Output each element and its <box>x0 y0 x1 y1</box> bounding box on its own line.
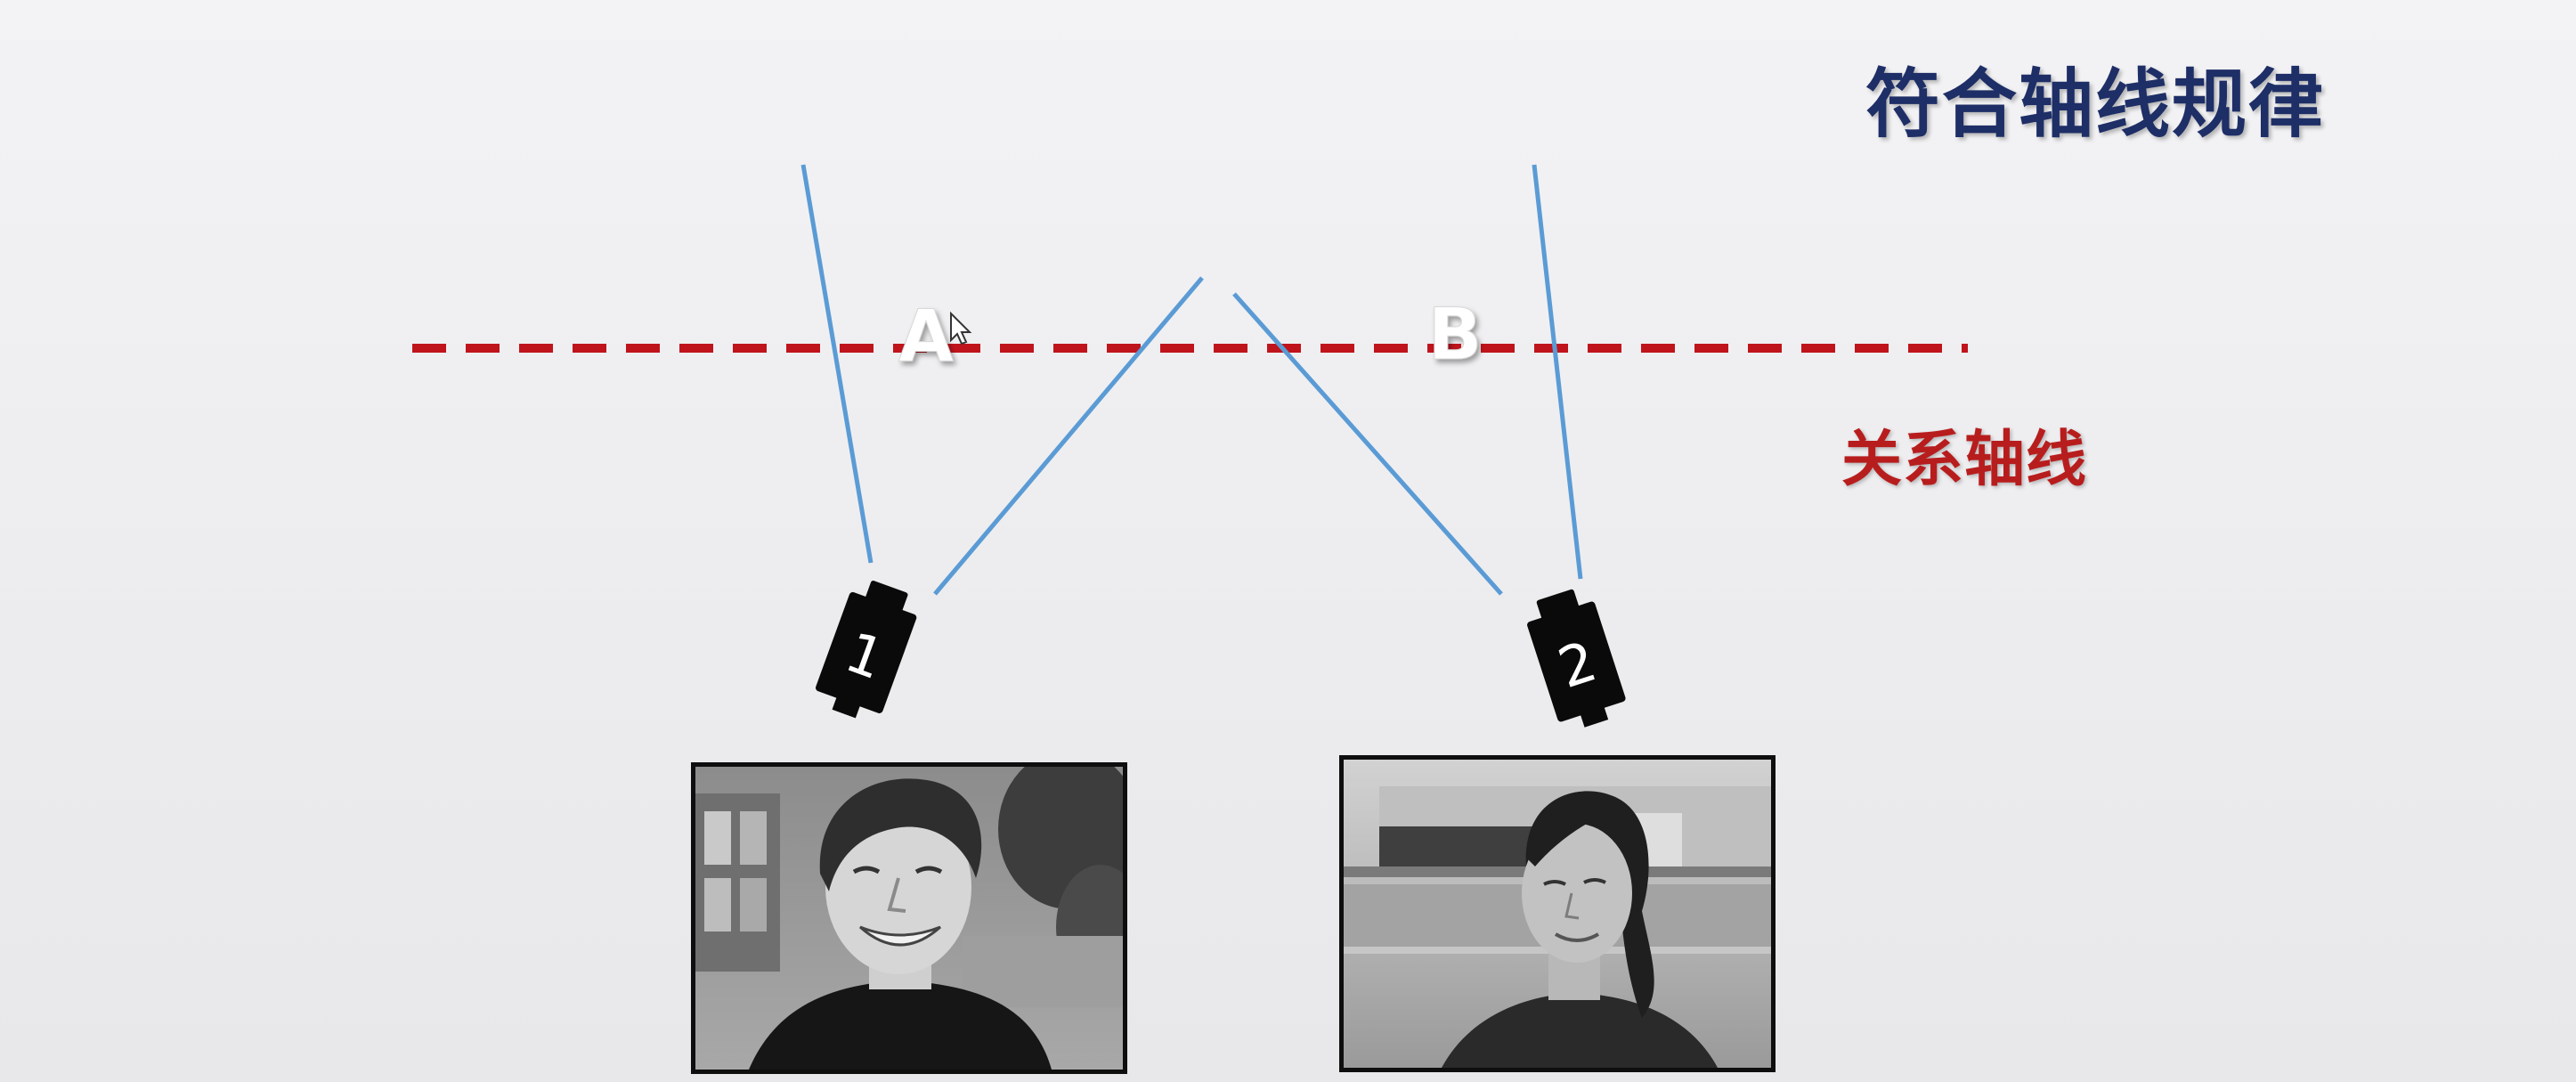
slide-title: 符合轴线规律 <box>1865 61 2326 148</box>
mouse-cursor-icon <box>950 311 972 346</box>
camera-1-icon: 1 <box>816 581 917 719</box>
subject-b-label: B <box>1428 293 1483 376</box>
camera-2-sight-line-right <box>1532 164 1583 580</box>
subject-a-label: A <box>898 295 954 378</box>
shot-2-photo <box>1339 755 1776 1072</box>
relationship-axis-label: 关系轴线 <box>1841 425 2088 495</box>
camera-2-icon: 2 <box>1527 589 1626 728</box>
camera-1-sight-line-right <box>933 276 1204 596</box>
shot-1-photo <box>691 762 1127 1074</box>
camera-1-sight-line-left <box>800 164 874 564</box>
camera-2-sight-line-left <box>1232 292 1503 596</box>
